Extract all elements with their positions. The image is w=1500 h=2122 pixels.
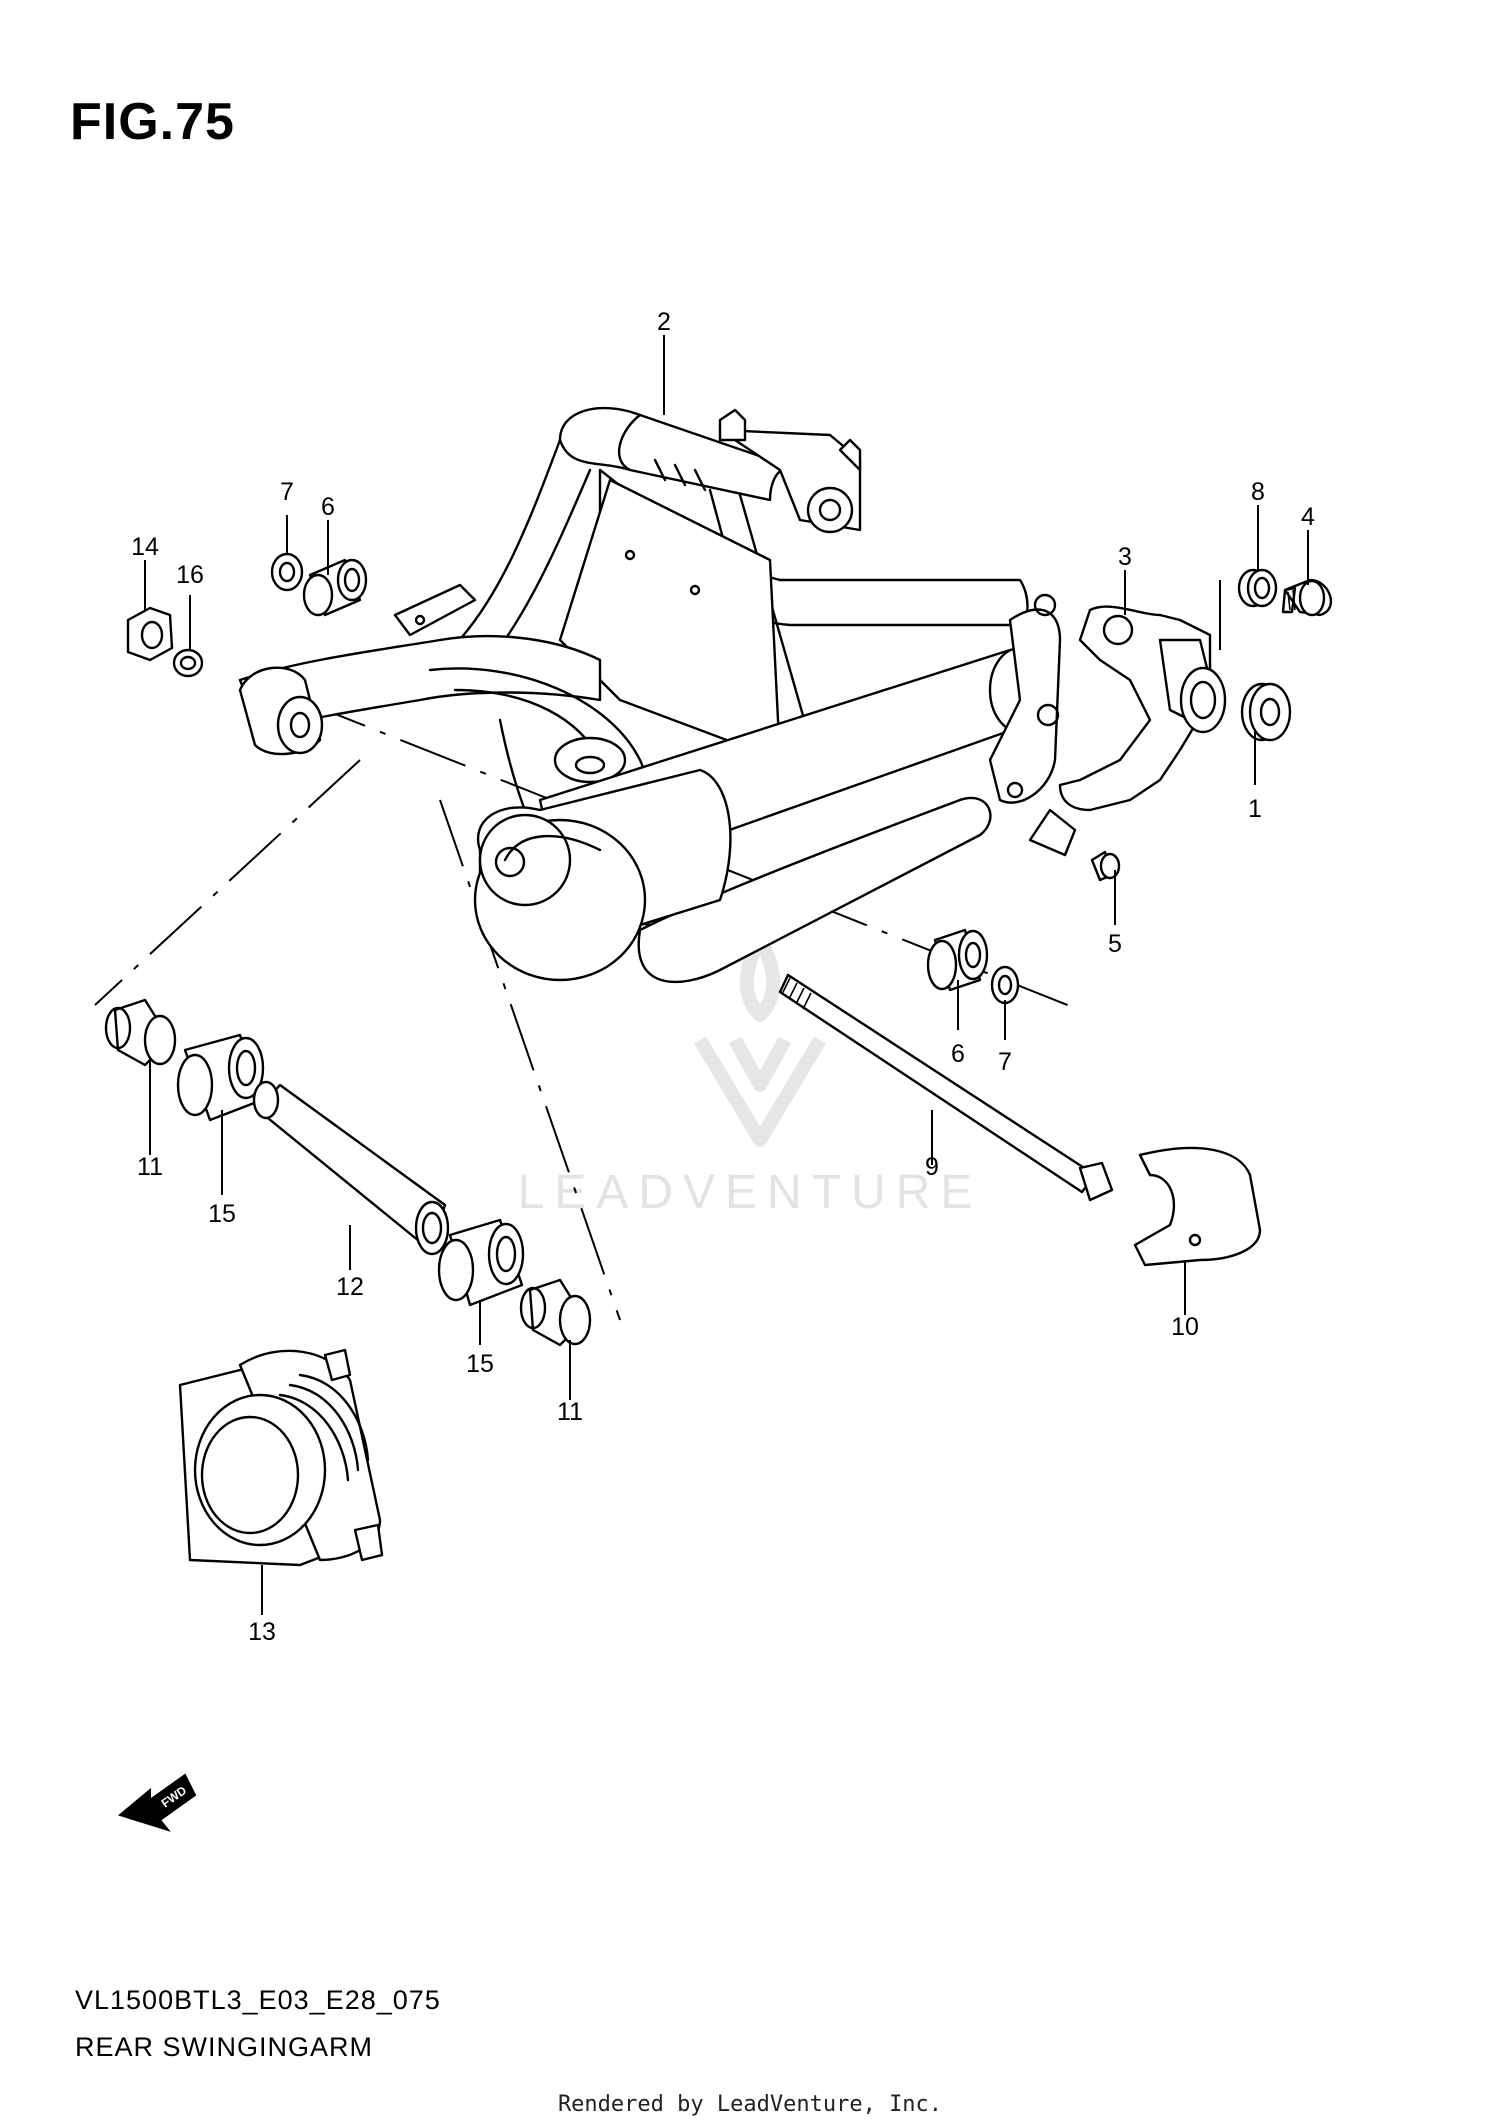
callout-3: 3 <box>1118 543 1132 571</box>
callout-4: 4 <box>1301 503 1315 531</box>
watermark-text: LEADVENTURE <box>517 1166 983 1219</box>
callout-6-upper: 6 <box>321 493 335 521</box>
callout-5: 5 <box>1108 930 1122 958</box>
callout-leaders <box>144 335 1309 1615</box>
bolt-part-4 <box>1281 578 1332 617</box>
callout-10: 10 <box>1171 1313 1199 1341</box>
watermark-logo <box>693 933 827 1147</box>
figure-name: REAR SWINGINGARM <box>75 2032 374 2062</box>
callout-15-lower: 15 <box>466 1350 494 1378</box>
pivot-shaft-part-9 <box>778 973 1114 1202</box>
callout-1: 1 <box>1248 795 1262 823</box>
callout-14: 14 <box>131 533 159 561</box>
spacer-part-12 <box>252 1080 450 1256</box>
swingarm-body <box>238 407 1062 984</box>
callout-2: 2 <box>657 308 671 336</box>
nut-part-1 <box>1240 682 1292 742</box>
callout-7-upper: 7 <box>280 478 294 506</box>
washer-part-16 <box>172 648 204 678</box>
screw-part-5 <box>1090 850 1121 882</box>
figure-code: VL1500BTL3_E03_E28_075 <box>75 1985 441 2015</box>
callout-12: 12 <box>336 1273 364 1301</box>
bracket-part-3 <box>1028 605 1227 857</box>
callout-8: 8 <box>1251 478 1265 506</box>
cover-part-10 <box>1133 1146 1262 1267</box>
bearing-part-6-lower <box>926 928 989 992</box>
figure-title: FIG.75 <box>70 93 235 151</box>
washer-part-7-lower <box>990 965 1020 1005</box>
callout-9: 9 <box>925 1153 939 1181</box>
callout-11-upper: 11 <box>137 1153 163 1181</box>
bearing-part-15-lower <box>437 1218 525 1307</box>
fwd-arrow-icon: FWD <box>117 1773 197 1832</box>
callout-15-upper: 15 <box>208 1200 236 1228</box>
callout-11-lower: 11 <box>557 1398 583 1426</box>
bearing-part-15-upper <box>176 1033 265 1122</box>
washer-part-7-upper <box>270 552 304 592</box>
boot-part-13 <box>178 1348 384 1567</box>
collar-part-11-lower <box>519 1278 592 1347</box>
callout-numbers: 1 2 3 4 5 6 6 7 7 8 9 10 11 11 12 13 14 … <box>131 308 1315 1646</box>
callout-7-lower: 7 <box>998 1048 1012 1076</box>
collar-part-11-upper <box>104 998 177 1067</box>
callout-16: 16 <box>176 561 204 589</box>
seal-part-8 <box>1237 568 1278 608</box>
rendered-by-credit: Rendered by LeadVenture, Inc. <box>557 2092 943 2117</box>
callout-13: 13 <box>248 1618 276 1646</box>
cap-part-14 <box>126 606 174 662</box>
bearing-part-6-upper <box>302 558 368 617</box>
callout-6-lower: 6 <box>951 1040 965 1068</box>
